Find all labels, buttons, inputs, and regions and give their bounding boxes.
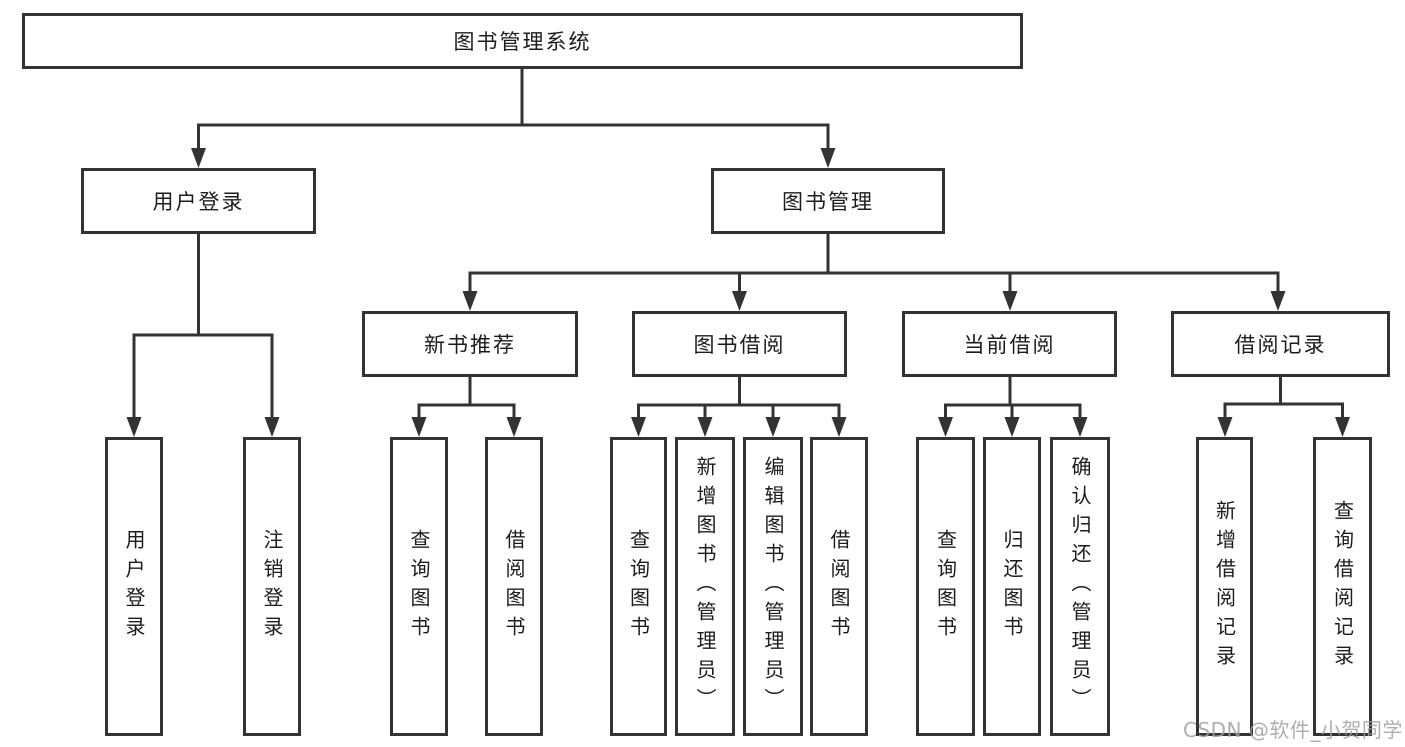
- node-leaf-add-books-admin: 新增图书（管理员）: [675, 437, 735, 736]
- arrowhead: [1072, 417, 1088, 437]
- node-leaf-return-books: 归还图书: [983, 437, 1041, 736]
- node-leaf-borrowing-query-books: 查询图书: [610, 437, 667, 736]
- node-label: 图书管理: [782, 190, 874, 214]
- node-leaf-query-borrow-record: 查询借阅记录: [1313, 437, 1372, 736]
- node-new-book-recommendation: 新书推荐: [362, 311, 578, 377]
- node-label: 查询图书: [933, 528, 958, 645]
- arrowhead: [264, 417, 280, 437]
- node-leaf-borrowing-borrow-books: 借阅图书: [810, 437, 868, 736]
- node-leaf-recommend-query-books: 查询图书: [390, 437, 448, 736]
- node-label: 查询借阅记录: [1330, 499, 1355, 674]
- arrowhead: [126, 417, 142, 437]
- connector-new-book-rec-to-leaves: [411, 377, 522, 437]
- node-library-management-system: 图书管理系统: [22, 13, 1023, 69]
- node-label: 注销登录: [260, 528, 284, 645]
- watermark: CSDN @软件_小贺同学: [1183, 718, 1403, 742]
- node-label: 查询图书: [407, 528, 431, 645]
- arrowhead: [938, 417, 953, 437]
- node-leaf-recommend-borrow-books: 借阅图书: [485, 437, 543, 736]
- node-label: 当前借阅: [963, 333, 1056, 357]
- node-label: 归还图书: [1000, 528, 1024, 645]
- arrowhead: [1217, 417, 1233, 437]
- node-label: 借阅记录: [1234, 333, 1327, 357]
- arrowhead: [765, 417, 781, 437]
- node-leaf-current-query-books: 查询图书: [916, 437, 975, 736]
- node-leaf-user-login: 用户登录: [105, 437, 163, 736]
- arrowhead: [1004, 417, 1020, 437]
- node-label: 图书借阅: [693, 333, 786, 357]
- connector-root-to-modules: [191, 69, 836, 168]
- arrowhead: [1270, 291, 1286, 311]
- connector-book-mgmt-to-sections: [462, 234, 1286, 311]
- node-label: 新增图书（管理员）: [693, 456, 717, 717]
- node-label: 确认归还（管理员）: [1068, 456, 1092, 717]
- node-label: 编辑图书（管理员）: [761, 456, 785, 717]
- arrowhead: [831, 417, 847, 437]
- node-book-management-module: 图书管理: [711, 168, 945, 234]
- node-leaf-logout: 注销登录: [243, 437, 301, 736]
- node-label: 新书推荐: [424, 333, 516, 357]
- arrowhead: [732, 291, 747, 311]
- node-leaf-confirm-return-admin: 确认归还（管理员）: [1050, 437, 1110, 736]
- node-label: 图书管理系统: [453, 30, 592, 54]
- node-current-borrowing: 当前借阅: [902, 311, 1117, 377]
- arrowhead: [1335, 417, 1350, 437]
- node-label: 用户登录: [152, 190, 245, 214]
- arrowhead: [411, 417, 427, 437]
- node-label: 借阅图书: [502, 528, 526, 645]
- node-borrowing-records: 借阅记录: [1171, 311, 1390, 377]
- node-book-borrowing: 图书借阅: [632, 311, 847, 377]
- connector-current-borrowing-to-leaves: [938, 377, 1088, 437]
- connector-book-borrowing-to-leaves: [631, 377, 847, 437]
- arrowhead: [462, 291, 478, 311]
- arrowhead: [631, 417, 646, 437]
- arrowhead: [697, 417, 713, 437]
- node-user-login-module: 用户登录: [81, 168, 316, 234]
- node-leaf-edit-books-admin: 编辑图书（管理员）: [743, 437, 803, 736]
- connector-user-login-to-leaves: [126, 234, 280, 437]
- arrowhead: [506, 417, 522, 437]
- connector-borrowing-records-to-leaves: [1217, 377, 1350, 437]
- node-label: 借阅图书: [827, 528, 851, 645]
- arrowhead: [191, 148, 206, 168]
- arrowhead: [1002, 291, 1018, 311]
- node-leaf-add-borrow-record: 新增借阅记录: [1196, 437, 1253, 736]
- node-label: 用户登录: [122, 528, 146, 645]
- node-label: 查询图书: [626, 528, 651, 645]
- node-label: 新增借阅记录: [1212, 499, 1237, 674]
- arrowhead: [820, 148, 836, 168]
